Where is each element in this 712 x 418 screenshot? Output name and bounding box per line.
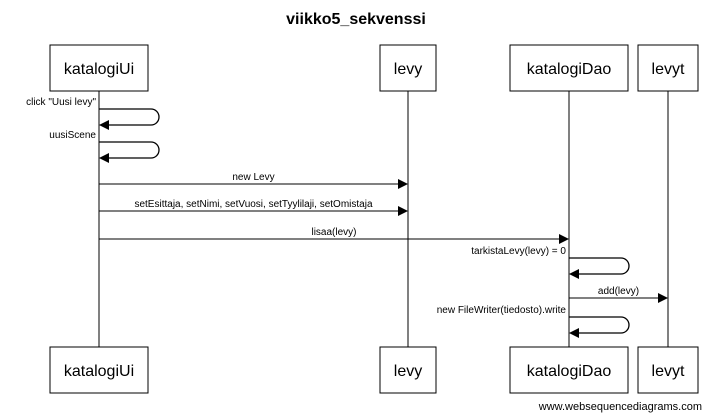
message-5: lisaa(levy) [99, 227, 569, 244]
participant-levy-top: levy [379, 44, 437, 92]
participant-box [637, 44, 699, 92]
self-message-loop [569, 316, 630, 334]
participant-katalogiDao-bottom: katalogiDao [509, 346, 629, 394]
self-message-loop [99, 141, 160, 159]
message-label: tarkistaLevy(levy) = 0 [471, 246, 566, 257]
participant-levyt-bottom: levyt [637, 346, 699, 394]
participant-label: katalogiUi [64, 363, 134, 380]
message-6: tarkistaLevy(levy) = 0 [471, 246, 630, 279]
participant-box [49, 44, 149, 92]
participant-box [509, 346, 629, 394]
participant-levyt-top: levyt [637, 44, 699, 92]
participant-levy-bottom: levy [379, 346, 437, 394]
participant-katalogiUi-top: katalogiUi [49, 44, 149, 92]
footer-credit: www.websequencediagrams.com [538, 401, 702, 413]
message-label: lisaa(levy) [311, 227, 356, 238]
participant-box [637, 346, 699, 394]
arrow-head-icon [658, 293, 668, 303]
arrow-head-icon [559, 234, 569, 244]
message-label: new FileWriter(tiedosto).write [437, 305, 567, 316]
arrow-head-icon [398, 206, 408, 216]
self-message-loop [99, 108, 160, 126]
message-label: setEsittaja, setNimi, setVuosi, setTyyli… [134, 199, 372, 210]
participant-katalogiDao-top: katalogiDao [509, 44, 629, 92]
message-2: uusiScene [49, 130, 160, 163]
participant-box [379, 44, 437, 92]
message-label: add(levy) [598, 286, 639, 297]
participant-box [49, 346, 149, 394]
participant-label: levy [394, 363, 422, 380]
message-label: uusiScene [49, 130, 96, 141]
participant-label: levy [394, 61, 422, 78]
diagram-title: viikko5_sekvenssi [286, 11, 426, 28]
message-7: add(levy) [569, 286, 668, 303]
participant-katalogiUi-bottom: katalogiUi [49, 346, 149, 394]
message-3: new Levy [99, 172, 408, 189]
participant-label: levyt [652, 363, 685, 380]
participant-label: katalogiUi [64, 61, 134, 78]
message-label: new Levy [232, 172, 274, 183]
message-8: new FileWriter(tiedosto).write [437, 305, 630, 338]
arrow-head-icon [569, 269, 579, 279]
message-label: click "Uusi levy" [26, 97, 96, 108]
self-message-loop [569, 257, 630, 275]
arrow-head-icon [99, 153, 109, 163]
participant-box [379, 346, 437, 394]
message-1: click "Uusi levy" [26, 97, 160, 130]
participant-label: katalogiDao [527, 61, 612, 78]
participant-label: katalogiDao [527, 363, 612, 380]
participant-box [509, 44, 629, 92]
arrow-head-icon [99, 120, 109, 130]
message-4: setEsittaja, setNimi, setVuosi, setTyyli… [99, 199, 408, 216]
arrow-head-icon [569, 328, 579, 338]
arrow-head-icon [398, 179, 408, 189]
participant-label: levyt [652, 61, 685, 78]
